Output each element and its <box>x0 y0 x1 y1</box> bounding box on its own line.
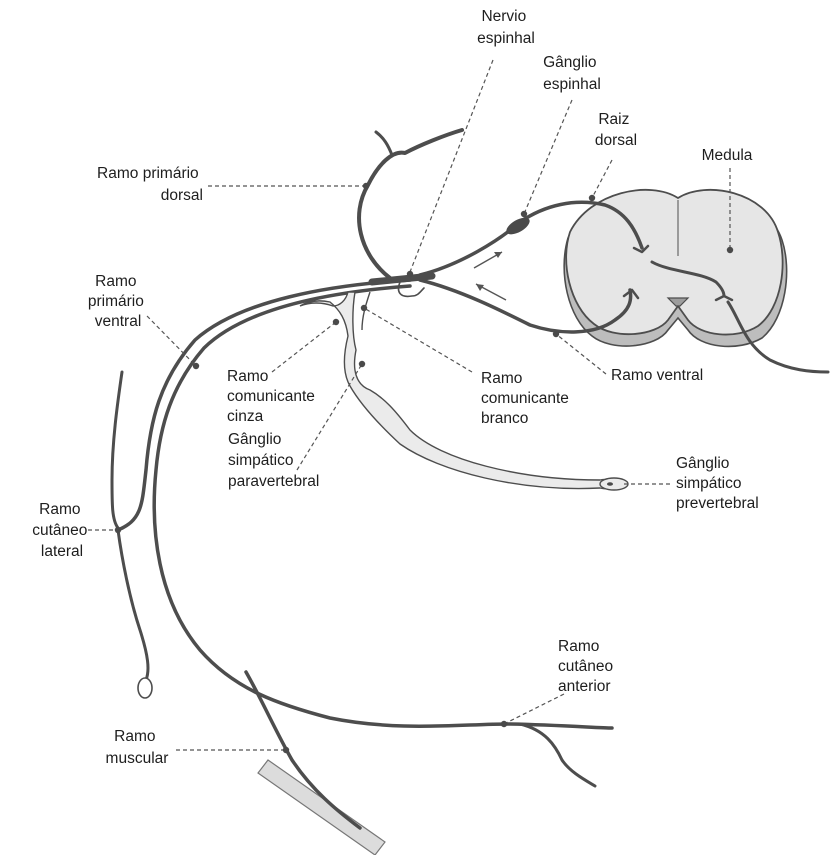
label-ramo-ventral: Ramo ventral <box>611 367 703 384</box>
label-ramo-comunicante-branco: Ramo comunicante branco <box>481 370 573 427</box>
muscular-branch <box>244 670 386 855</box>
nerve-roots <box>418 200 830 374</box>
label-ramo-primario-dorsal: Ramo primário dorsal <box>97 165 203 204</box>
label-ramo-muscular: Ramo muscular <box>106 728 169 767</box>
nerve-trunk <box>116 128 614 788</box>
lateral-cutaneous-branch <box>110 370 153 699</box>
label-ramo-cutaneo-anterior: Ramo cutâneo anterior <box>558 638 617 695</box>
label-ramo-cutaneo-lateral: Ramo cutâneo lateral <box>32 501 91 560</box>
label-medula: Medula <box>702 147 753 164</box>
label-nervio-espinhal: Nervio espinhal <box>477 8 535 47</box>
label-ganglio-espinhal: Gânglio espinhal <box>543 54 601 93</box>
label-raiz-dorsal: Raiz dorsal <box>595 111 637 149</box>
label-ganglio-simpatico-prevertebral: Gânglio simpático prevertebral <box>676 455 759 512</box>
spinal-cord <box>563 189 788 348</box>
labels: Nervio espinhal Gânglio espinhal Raiz do… <box>32 8 758 767</box>
callout-dots <box>114 182 734 754</box>
leader-lines <box>88 59 731 751</box>
label-ganglio-simpatico-paravertebral: Gânglio simpático paravertebral <box>228 431 319 490</box>
label-ramo-primario-ventral: Ramo primário ventral <box>88 273 148 330</box>
label-ramo-comunicante-cinza: Ramo comunicante cinza <box>227 368 319 425</box>
